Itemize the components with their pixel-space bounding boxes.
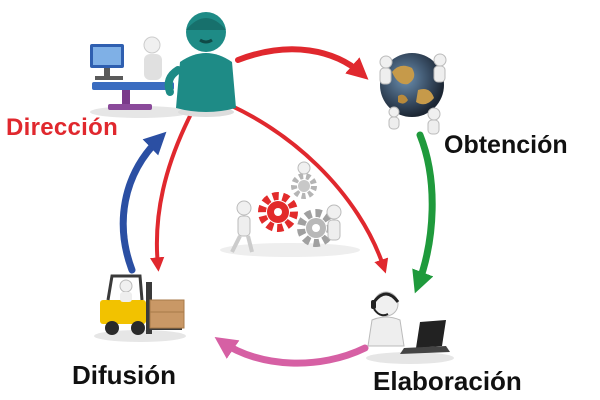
arrow-direccion-to-elaboracion [203, 93, 389, 274]
elaboracion-headset-icon [366, 291, 454, 364]
obtencion-globe-icon [379, 53, 447, 135]
label-difusion: Difusión [72, 360, 176, 390]
red-gear-icon [258, 192, 298, 232]
label-elaboracion: Elaboración [373, 366, 522, 396]
arrow-elaboracion-to-difusion [214, 336, 369, 367]
label-direccion: Dirección [6, 114, 119, 141]
arrow-direccion-to-difusion [149, 110, 194, 272]
center-gears-icon [220, 161, 360, 257]
arrow-direccion-to-obtencion [235, 46, 369, 80]
arrow-difusion-to-direccion [119, 131, 167, 274]
gray-gear-icon [297, 209, 335, 247]
direccion-figure-icon [90, 12, 236, 118]
label-obtencion: Obtención [444, 131, 568, 159]
top-gear-icon [291, 173, 317, 199]
arrow-obtencion-to-elaboracion [412, 131, 436, 294]
difusion-forklift-icon [94, 274, 186, 342]
